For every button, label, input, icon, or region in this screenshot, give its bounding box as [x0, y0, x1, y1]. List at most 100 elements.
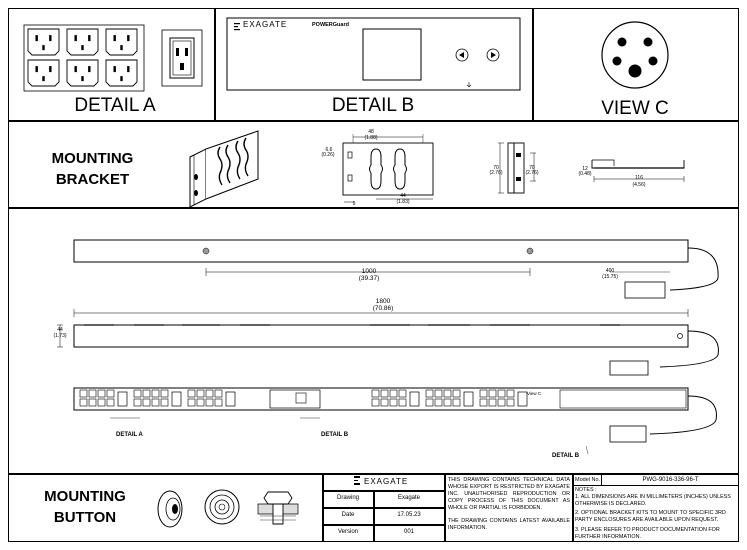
- dim-c: 9: [352, 201, 356, 207]
- detail-b-drawing: [226, 17, 521, 91]
- view-c-title: VIEW C: [601, 98, 669, 119]
- outlet-icon: [142, 398, 151, 407]
- drawing-label: Drawing: [336, 495, 359, 501]
- outlet-icon: [380, 398, 389, 407]
- outlet-icon: [506, 398, 515, 407]
- outlet-icon: [425, 389, 434, 398]
- outlet-icon: [398, 398, 407, 407]
- outlet-icon: [133, 398, 142, 407]
- outlet-icon: [97, 398, 106, 407]
- outlet-icon: [79, 398, 88, 407]
- mounting-bracket-title-line1: MOUNTING: [51, 150, 134, 167]
- c19-outlet-icon: [225, 391, 236, 407]
- outlet-icon: [133, 389, 142, 398]
- outlet-icon: [452, 398, 461, 407]
- dim-cord: 400: [605, 268, 615, 274]
- outlet-icon: [214, 398, 223, 407]
- outlet-icon: [389, 398, 398, 407]
- c19-outlet-icon: [171, 391, 182, 407]
- model-no-value: PWG-9016-336-96-T: [642, 477, 699, 483]
- outlet-icon: [425, 398, 434, 407]
- outlet-icon: [479, 389, 488, 398]
- outlet-icon: [371, 389, 380, 398]
- c13-outlet-icon: [27, 28, 60, 56]
- outlet-icon: [371, 398, 380, 407]
- outlet-icon: [452, 389, 461, 398]
- dim-h1-in: (2.76): [489, 170, 503, 176]
- outlet-icon: [479, 398, 488, 407]
- version-value: 001: [403, 529, 414, 535]
- dim-1800-in: (70.86): [372, 305, 394, 312]
- c13-outlet-icon: [66, 59, 99, 87]
- divider: [322, 507, 445, 509]
- outlet-icon: [151, 389, 160, 398]
- outlet-icon: [160, 389, 169, 398]
- outlet-icon: [488, 389, 497, 398]
- outlet-icon: [506, 389, 515, 398]
- outlet-icon: [187, 398, 196, 407]
- bracket-top-view: [591, 159, 685, 182]
- dim-side: 12: [582, 166, 588, 172]
- divider: [572, 473, 574, 541]
- dim-1000-in: (39.37): [358, 275, 380, 282]
- mounting-button-title-line2: BUTTON: [53, 509, 117, 526]
- outlet-icon: [151, 398, 160, 407]
- note-1: 1. ALL DIMENSIONS ARE IN MILLIMETERS (IN…: [575, 494, 731, 507]
- dim-b: 44: [400, 193, 406, 199]
- note-3: 3. PLEASE REFER TO PRODUCT DOCUMENTATION…: [575, 527, 720, 540]
- dim-height: 44: [57, 327, 63, 333]
- outlet-icon: [497, 398, 506, 407]
- dim-b-in: (1.83): [396, 199, 410, 205]
- outlet-icon: [389, 389, 398, 398]
- divider: [8, 120, 739, 122]
- c13-outlet-icon: [105, 28, 138, 56]
- pdu-side-view: [57, 309, 719, 376]
- outlet-icon: [196, 389, 205, 398]
- c13-outlet-icon: [27, 59, 60, 87]
- mounting-bracket-title: MOUNTING BRACKET: [35, 148, 150, 190]
- c13-outlet-icon: [66, 28, 99, 56]
- drawing-frame: [8, 8, 739, 542]
- divider: [322, 490, 445, 492]
- outlet-icon: [443, 398, 452, 407]
- latest-info-notice: THE DRAWING CONTAINS LATEST AVAILABLE IN…: [448, 518, 570, 531]
- dim-h1: 70: [493, 165, 499, 171]
- pdu-label-view-c: View C: [527, 391, 542, 396]
- outlet-icon: [106, 389, 115, 398]
- divider: [322, 524, 445, 526]
- model-no-label: Model No.: [575, 477, 601, 483]
- drawing-value: Exagate: [397, 495, 421, 501]
- mounting-button-title: MOUNTING BUTTON: [30, 486, 140, 528]
- model-label: POWERGuard: [312, 22, 349, 28]
- c19-outlet-icon: [517, 391, 528, 407]
- outlet-icon: [196, 398, 205, 407]
- dim-height-in: (1.73): [53, 333, 67, 339]
- exagate-logo-icon: [234, 23, 240, 31]
- outlet-icon: [205, 398, 214, 407]
- exagate-logo-icon: [354, 476, 360, 485]
- c19-outlet-icon: [409, 391, 420, 407]
- dim-width-in: (1.88): [364, 135, 378, 141]
- dim-len: 116: [635, 175, 643, 181]
- outlet-icon: [88, 389, 97, 398]
- mounting-button-drawing: [157, 489, 299, 528]
- outlet-icon: [160, 398, 169, 407]
- notes-title: NOTES :: [575, 487, 597, 493]
- dim-a: 6.6: [325, 147, 333, 153]
- outlet-icon: [187, 389, 196, 398]
- divider: [214, 8, 216, 121]
- outlet-icon: [443, 389, 452, 398]
- dim-width: 48: [368, 129, 374, 135]
- outlet-icon: [398, 389, 407, 398]
- outlet-icon: [214, 389, 223, 398]
- pdu-label-detail-b: DETAIL B: [321, 432, 349, 438]
- version-label: Version: [337, 529, 358, 535]
- outlet-icon: [142, 389, 151, 398]
- pdu-label-detail-b2: DETAIL B: [552, 453, 580, 459]
- divider: [532, 8, 534, 121]
- bracket-isometric: [189, 130, 259, 208]
- c19-outlet-icon: [463, 391, 474, 407]
- pdu-label-detail-a: DETAIL A: [116, 432, 143, 438]
- outlet-icon: [106, 398, 115, 407]
- title-block-logo: EXAGATE: [364, 477, 409, 486]
